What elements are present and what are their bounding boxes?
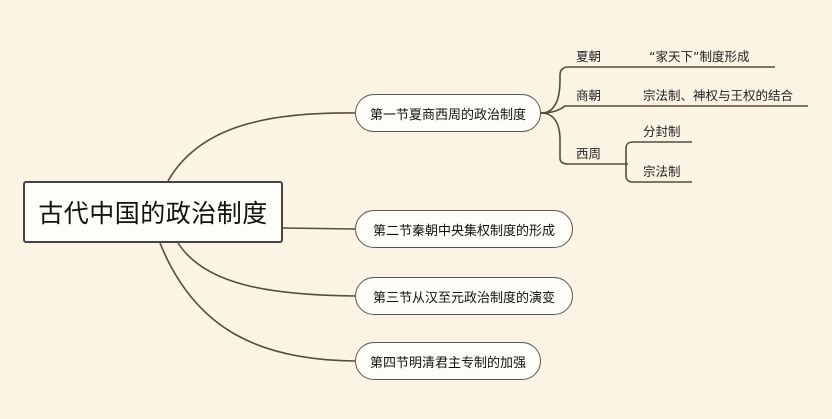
connector-zhou-fenfeng bbox=[625, 141, 692, 164]
connector-section1-xia bbox=[540, 66, 775, 114]
zhou-fenfeng-label[interactable]: 分封制 bbox=[643, 124, 681, 139]
connector-zhou-zongfa bbox=[625, 164, 692, 183]
section-4-node[interactable]: 第四节明清君主专制的加强 bbox=[355, 342, 541, 380]
connector-section1-zhou bbox=[540, 112, 628, 165]
dynasty-xia-label[interactable]: 夏朝 bbox=[576, 49, 602, 64]
shang-detail-label[interactable]: 宗法制、神权与王权的结合 bbox=[643, 88, 794, 103]
zhou-zongfa-label[interactable]: 宗法制 bbox=[643, 164, 681, 179]
connector-root-section-1 bbox=[167, 112, 356, 182]
dynasty-zhou-label[interactable]: 西周 bbox=[576, 146, 602, 161]
section-3-node[interactable]: 第三节从汉至元政治制度的演变 bbox=[355, 277, 573, 315]
connector-root-section-3 bbox=[177, 242, 356, 297]
connector-root-section-2 bbox=[282, 227, 356, 230]
section-2-node[interactable]: 第二节秦朝中央集权制度的形成 bbox=[355, 210, 573, 248]
xia-detail-label[interactable]: “家天下”制度形成 bbox=[649, 49, 750, 64]
dynasty-shang-label[interactable]: 商朝 bbox=[576, 88, 602, 103]
connector-section1-shang bbox=[540, 105, 808, 114]
section-1-node[interactable]: 第一节夏商西周的政治制度 bbox=[355, 94, 541, 132]
connector-root-section-4 bbox=[159, 242, 356, 362]
root-topic[interactable]: 古代中国的政治制度 bbox=[23, 181, 283, 243]
